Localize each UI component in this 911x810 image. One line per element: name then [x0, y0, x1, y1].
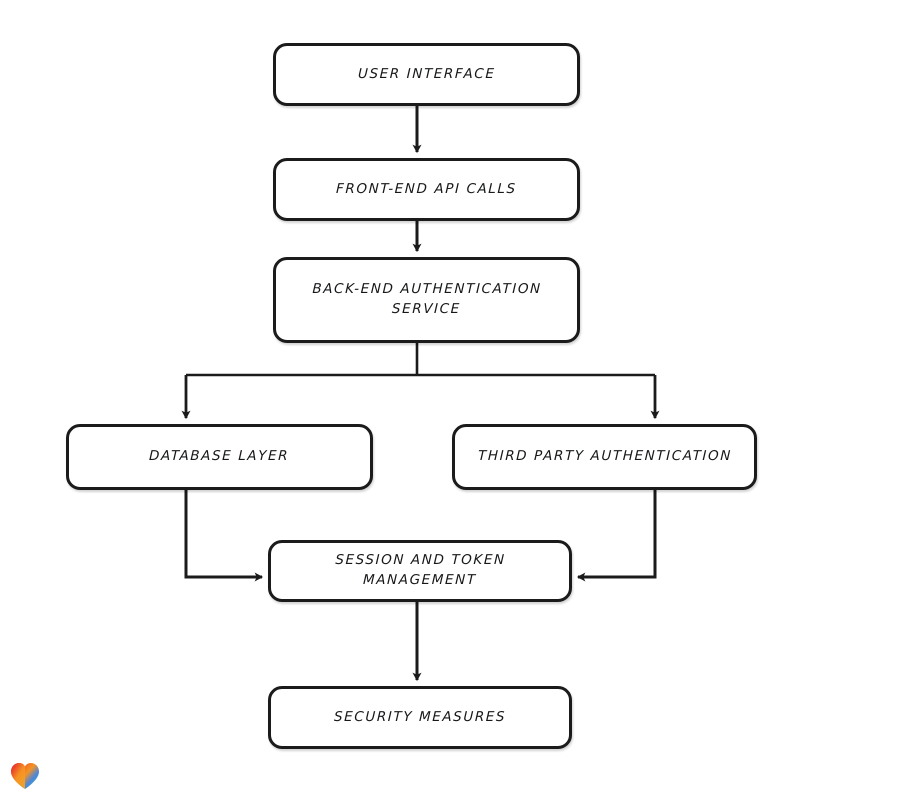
connector-database-to-session — [184, 490, 264, 582]
node-label-front-end-api-calls: Front-End API Calls — [335, 180, 518, 197]
node-label-security-measures: Security Measures — [333, 708, 507, 725]
node-label-user-interface: User Interface — [357, 65, 496, 82]
node-front-end-api-calls[interactable]: Front-End API Calls — [273, 158, 580, 221]
connector-backend-fork-trunk — [186, 343, 655, 377]
node-security-measures[interactable]: Security Measures — [268, 686, 572, 749]
node-back-end-authentication-service[interactable]: Back-End Authentication Service — [273, 257, 580, 343]
node-label-session-and-token-management: Session and Token Management — [334, 552, 506, 588]
node-label-third-party-authentication: Third Party Authentication — [477, 448, 732, 465]
node-session-and-token-management[interactable]: Session and Token Management — [268, 540, 572, 602]
node-label-back-end-authentication-service: Back-End Authentication Service — [311, 281, 542, 317]
node-third-party-authentication[interactable]: Third Party Authentication — [452, 424, 757, 490]
connector-third-party-to-session — [576, 490, 657, 582]
heart-icon — [11, 763, 39, 789]
node-user-interface[interactable]: User Interface — [273, 43, 580, 106]
node-label-database-layer: Database Layer — [149, 448, 290, 465]
node-database-layer[interactable]: Database Layer — [66, 424, 373, 490]
